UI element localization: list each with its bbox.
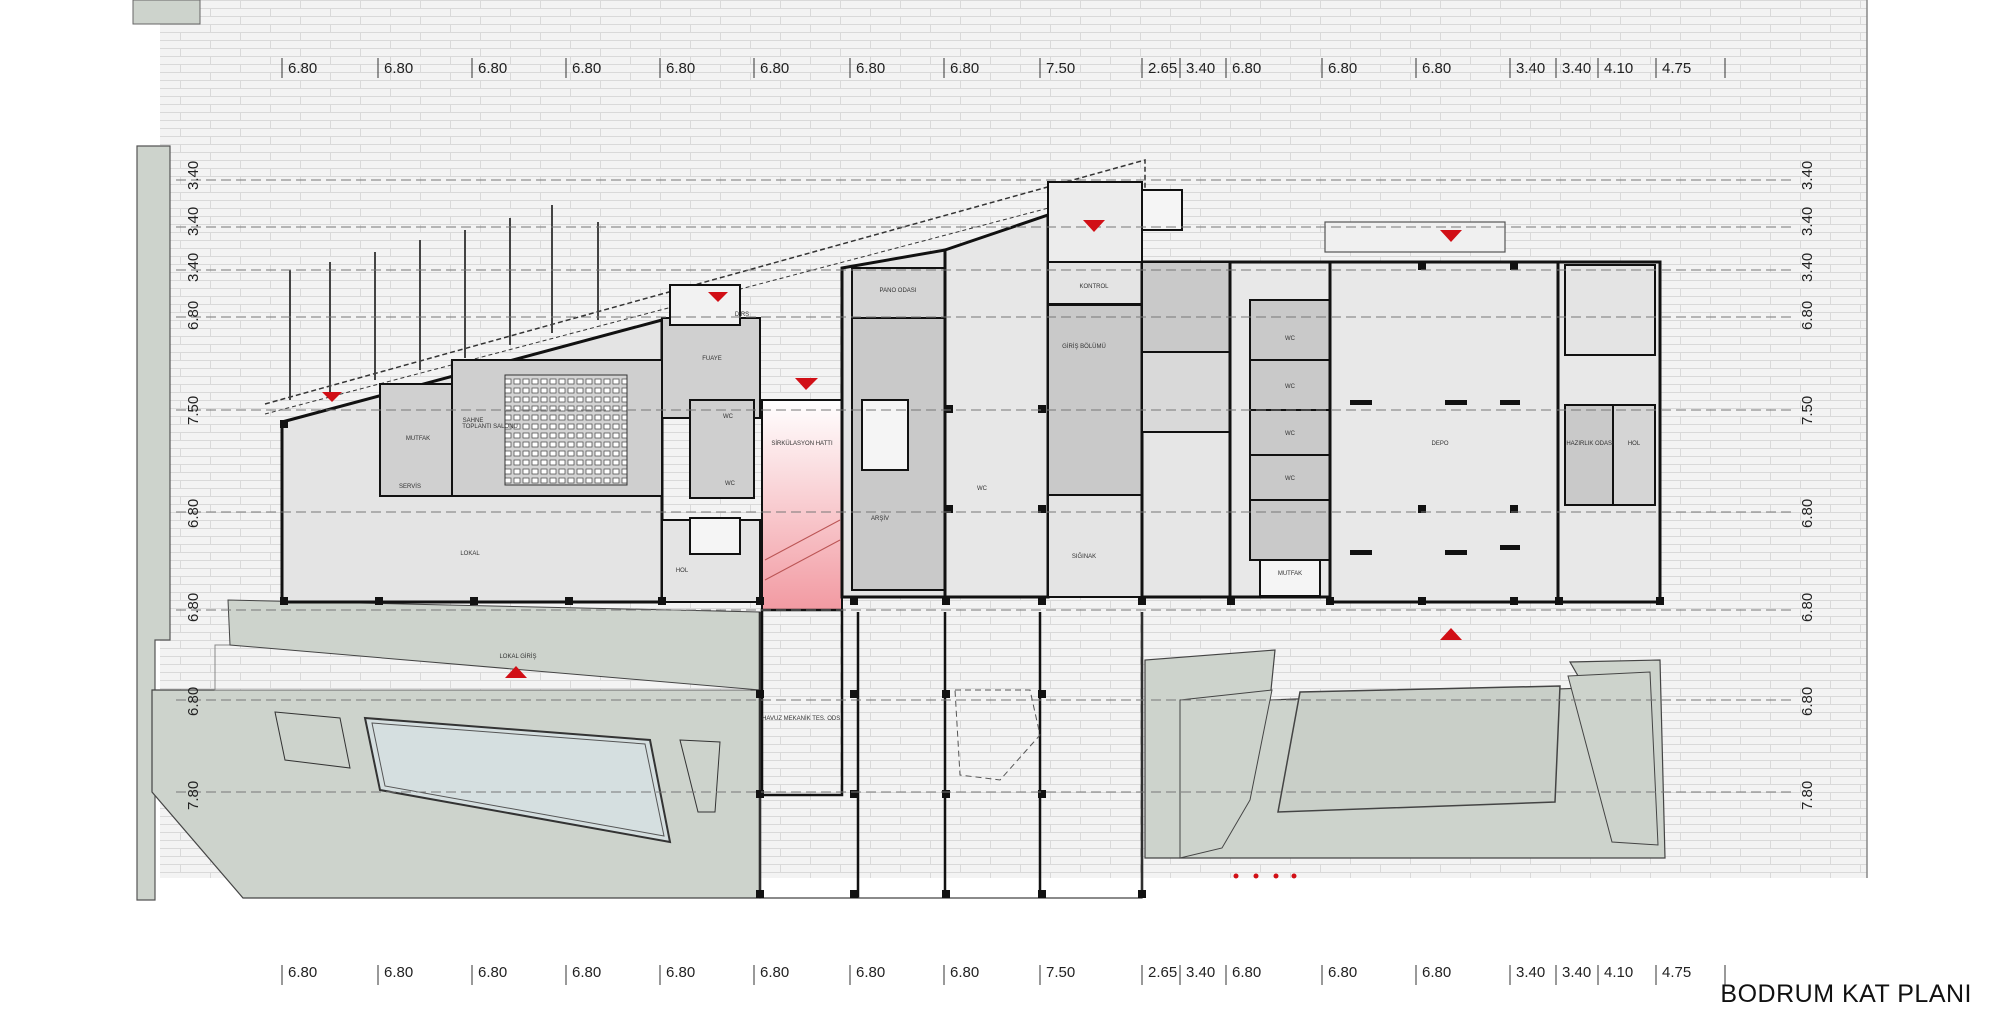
pool [363,716,672,844]
dimension-labels-right: 3.40 3.40 3.40 6.80 7.50 6.80 6.80 6.80 7.80 [1799,161,1816,810]
dimension-label-right: 3.40 [1799,207,1816,236]
building-footprint [280,181,1662,611]
dimension-label-top: 3.40 [1516,60,1545,77]
circulation-strip [761,399,843,611]
room-hazirlik: HAZIRLIK ODASI [1566,441,1614,447]
dimension-label-bottom: 6.80 [478,964,507,981]
room-wc-r3: WC [1285,431,1296,437]
room-wc-r2: WC [1285,384,1296,390]
dimension-label-bottom: 6.80 [856,964,885,981]
dimension-label-top: 6.80 [1232,60,1261,77]
light-poles [289,205,599,400]
dimension-label-top: 7.50 [1046,60,1075,77]
dimension-label-top: 6.80 [666,60,695,77]
dimension-label-top: 6.80 [572,60,601,77]
room-lokal-giris: LOKAL GİRİŞ [499,653,536,660]
dimension-label-left: 3.40 [185,207,202,236]
dimension-label-right: 7.80 [1799,781,1816,810]
dimension-label-bottom: 6.80 [384,964,413,981]
room-wc-mid: WC [977,486,988,492]
dimension-label-right: 6.80 [1799,301,1816,330]
dimension-label-right: 6.80 [1799,593,1816,622]
dimension-labels-top: 6.80 6.80 6.80 6.80 6.80 6.80 6.80 6.80 7.50 2.65… [288,60,1691,77]
room-hol-left: HOL [676,568,689,574]
dimension-label-bottom: 3.40 [1186,964,1215,981]
dimension-label-bottom: 4.10 [1604,964,1633,981]
entrance-markers [322,220,1462,879]
room-fuaye: FUAYE [702,356,722,362]
room-wc-left-1: WC [723,414,734,420]
room-lokal: LOKAL [460,551,480,557]
room-kontrol: KONTROL [1079,284,1109,290]
dimension-label-bottom: 6.80 [760,964,789,981]
room-servis: SERVİS [399,483,421,490]
room-depo: DEPO [1431,441,1448,447]
dimension-label-right: 3.40 [1799,253,1816,282]
dimension-labels-left: 3.40 3.40 3.40 6.80 7.50 6.80 6.80 6.80 7.80 [185,161,202,810]
dimension-label-top: 6.80 [288,60,317,77]
dimension-label-bottom: 3.40 [1516,964,1545,981]
dimension-label-left: 3.40 [185,161,202,190]
dimension-label-bottom: 6.80 [288,964,317,981]
dimension-label-bottom: 6.80 [666,964,695,981]
dimension-label-top: 4.75 [1662,60,1691,77]
dimension-label-bottom: 4.75 [1662,964,1691,981]
room-dirs: DİRS [735,311,749,318]
room-siginak: SIĞINAK [1072,553,1096,560]
dimension-label-left: 6.80 [185,593,202,622]
dimension-label-left: 6.80 [185,499,202,528]
dimension-label-top: 6.80 [856,60,885,77]
dimension-labels-bottom: 6.80 6.80 6.80 6.80 6.80 6.80 6.80 6.80 7.50 2.65… [288,964,1691,981]
dimension-label-bottom: 6.80 [1422,964,1451,981]
dimension-label-left: 6.80 [185,301,202,330]
dimension-label-bottom: 6.80 [572,964,601,981]
dimension-label-top: 6.80 [478,60,507,77]
dimension-label-bottom: 2.65 [1148,964,1177,981]
room-labels: PANO ODASI TOPLANTI SALONU SAHNE MUTFAK … [399,284,1641,722]
landscape-left [136,145,171,901]
dimension-label-top: 2.65 [1148,60,1177,77]
seating-block [504,374,628,486]
dimension-label-right: 3.40 [1799,161,1816,190]
room-pano-odasi: PANO ODASI [880,288,917,294]
plan-title: BODRUM KAT PLANI [1720,980,1972,1008]
structural-columns [280,262,1664,898]
dimension-label-top: 4.10 [1604,60,1633,77]
room-toplanti: TOPLANTI SALONU [462,424,518,430]
room-sahne: SAHNE [463,418,484,424]
room-wc-r4: WC [1285,476,1296,482]
dimension-label-top: 6.80 [1422,60,1451,77]
dimension-label-bottom: 6.80 [1232,964,1261,981]
dimension-label-right: 6.80 [1799,687,1816,716]
dimension-label-left: 6.80 [185,687,202,716]
dimension-label-top: 3.40 [1186,60,1215,77]
room-sirkulasyon: SİRKÜLASYON HATTI [771,440,833,447]
room-giris: GİRİŞ BÖLÜMÜ [1062,343,1106,350]
room-mutfak-left: MUTFAK [406,436,430,442]
dimension-label-left: 7.80 [185,781,202,810]
dimension-label-top: 6.80 [1328,60,1357,77]
dimension-label-bottom: 7.50 [1046,964,1075,981]
room-arsiv: ARŞİV [871,515,889,522]
room-wc-left-2: WC [725,481,736,487]
room-wc-r1: WC [1285,336,1296,342]
dimension-label-bottom: 6.80 [1328,964,1357,981]
dimension-label-left: 3.40 [185,253,202,282]
dimension-label-top: 3.40 [1562,60,1591,77]
room-havuz: HAVUZ MEKANİK TES. ODS. [762,715,842,722]
room-mutfak-right: MUTFAK [1278,571,1302,577]
dimension-label-left: 7.50 [185,396,202,425]
dimension-label-bottom: 6.80 [950,964,979,981]
dimension-label-bottom: 3.40 [1562,964,1591,981]
dimension-label-top: 6.80 [760,60,789,77]
room-hol-right: HOL [1628,441,1641,447]
dimension-label-top: 6.80 [384,60,413,77]
dimension-label-right: 7.50 [1799,396,1816,425]
dimension-label-right: 6.80 [1799,499,1816,528]
dimension-label-top: 6.80 [950,60,979,77]
